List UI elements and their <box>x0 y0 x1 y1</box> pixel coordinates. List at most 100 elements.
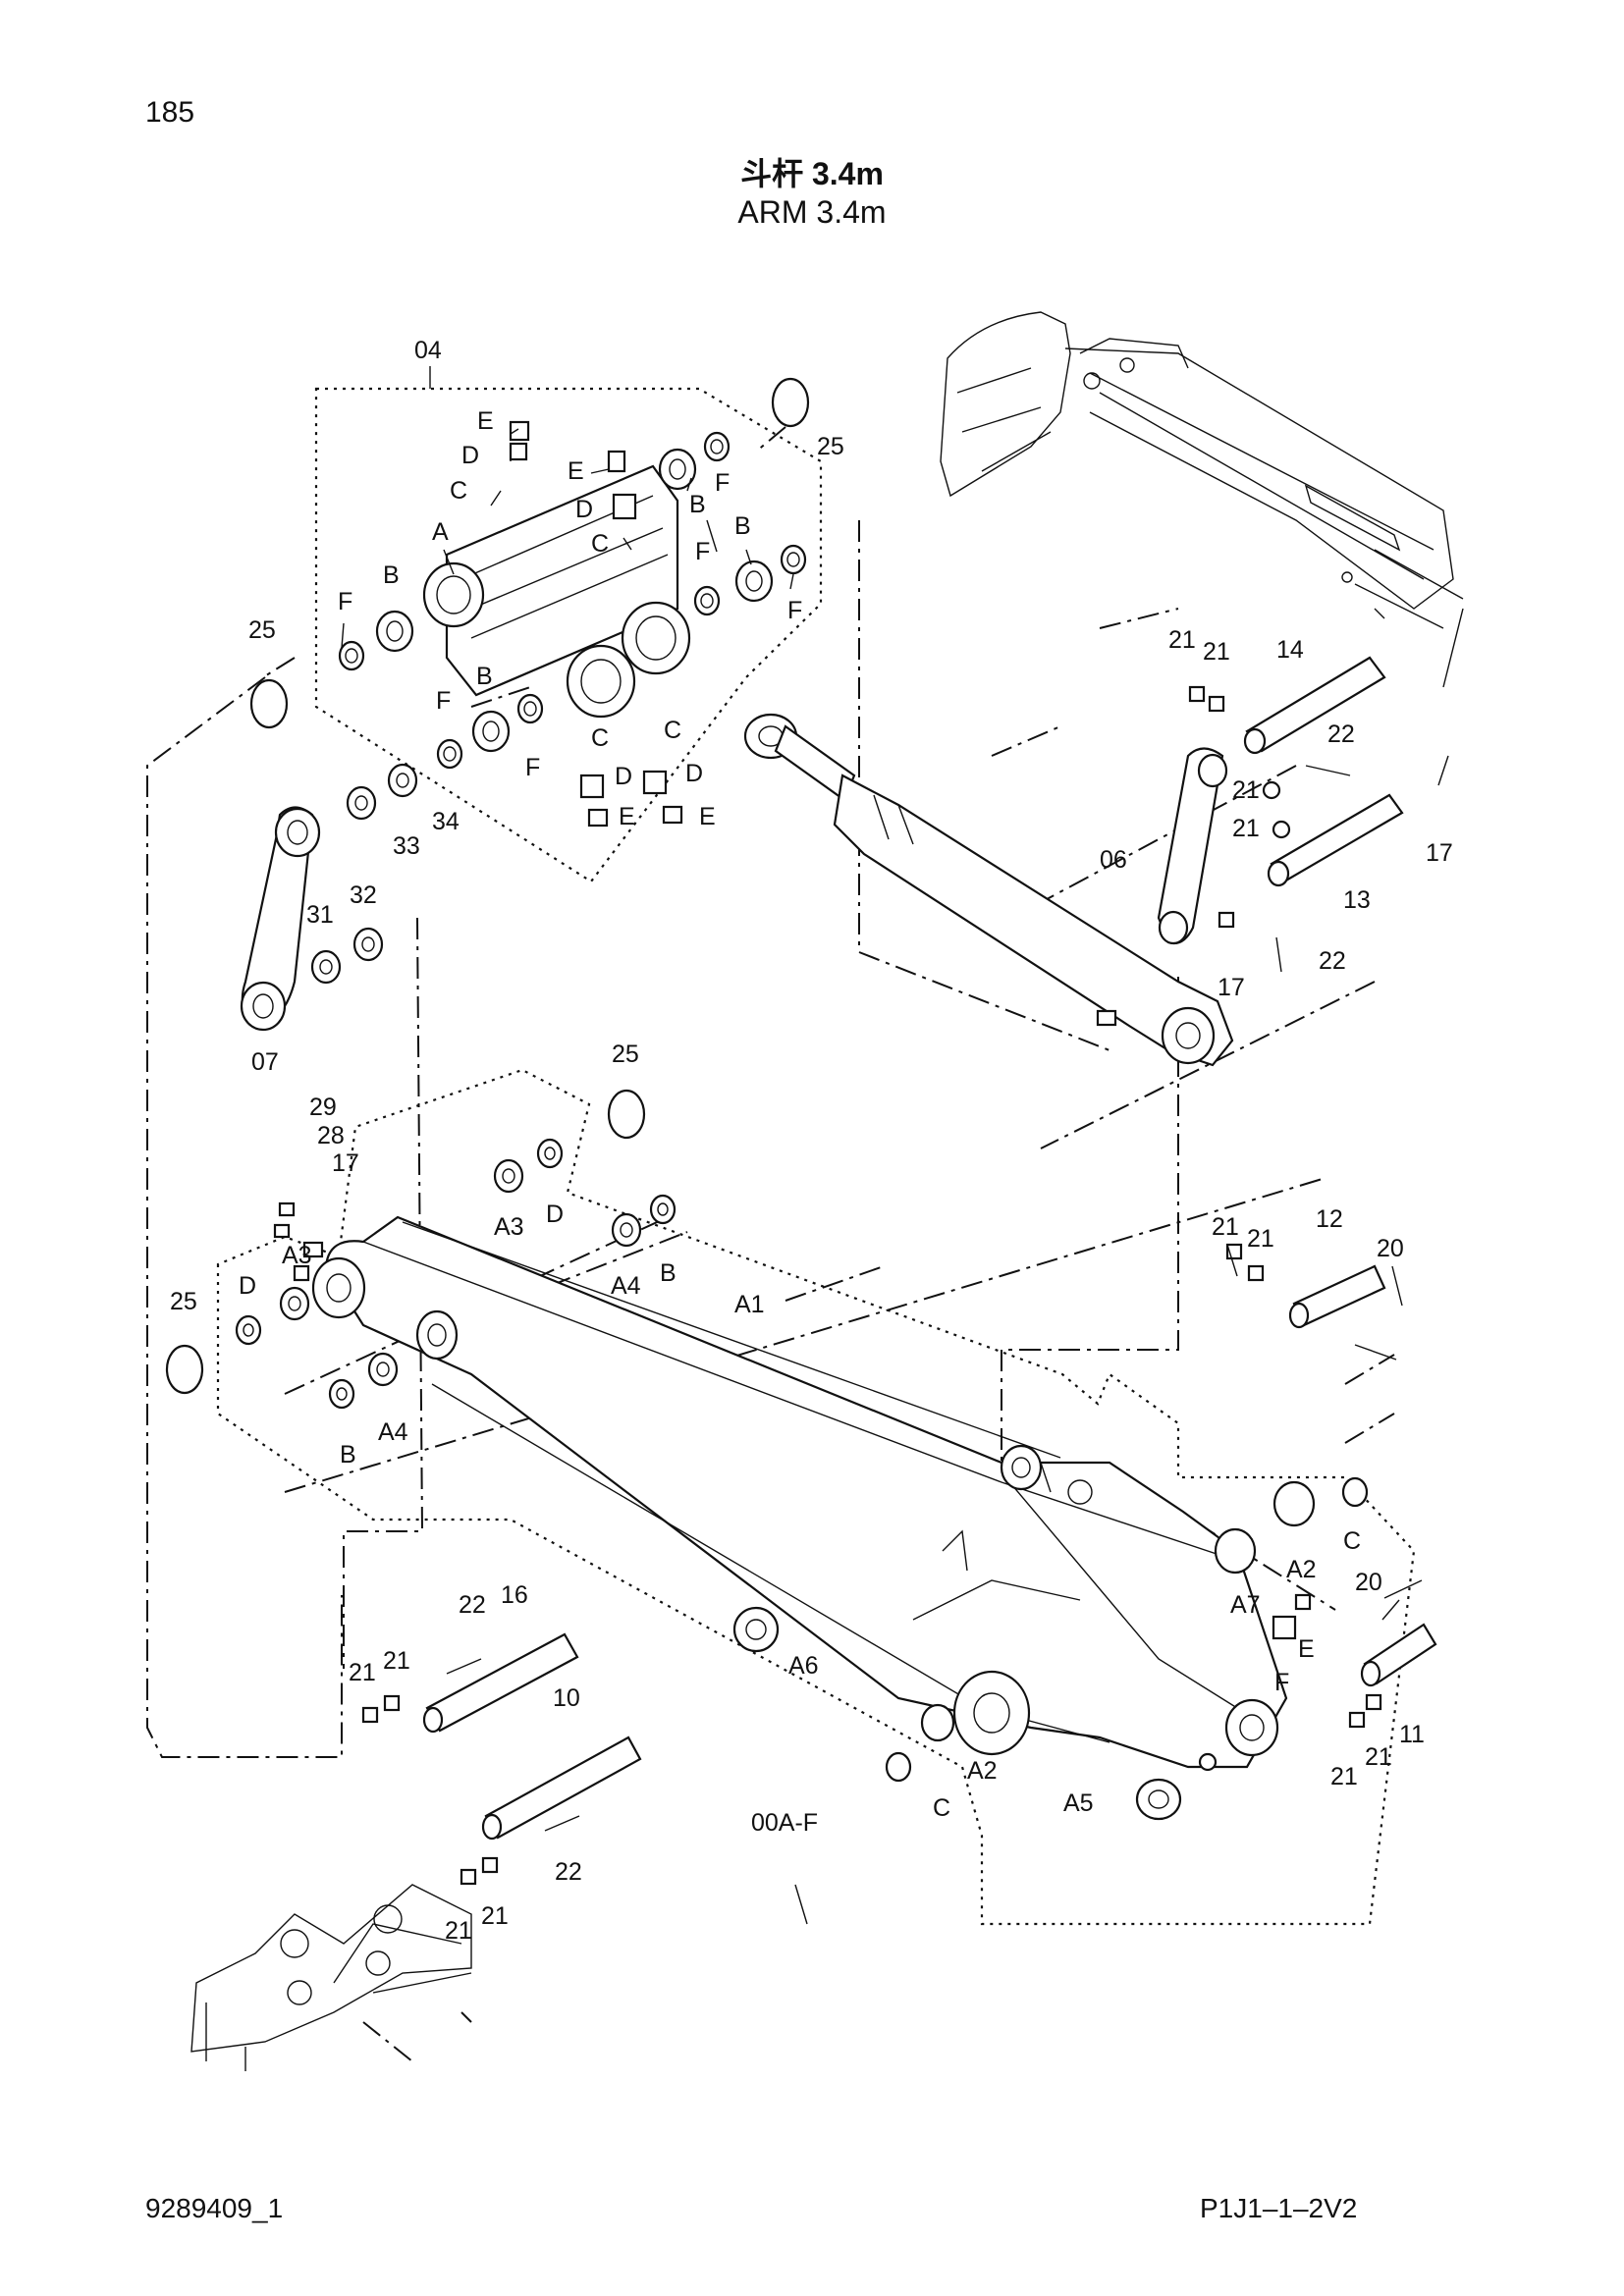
callout-29: 29 <box>309 1094 337 1121</box>
callout-17: 17 <box>1218 974 1245 1001</box>
callout-a1: A1 <box>734 1291 765 1318</box>
callout-e: E <box>477 407 494 435</box>
callout-25: 25 <box>612 1041 639 1068</box>
document-id: 9289409_1 <box>145 2193 284 2223</box>
callout-b: B <box>660 1259 677 1287</box>
callout-00a-f: 00A-F <box>751 1809 818 1837</box>
callout-a: A <box>432 518 449 546</box>
callout-22: 22 <box>555 1858 582 1886</box>
callout-e: E <box>619 803 635 830</box>
callout-25: 25 <box>817 433 844 460</box>
bucket-reference-sketch <box>940 311 1464 688</box>
callout-b: B <box>383 561 400 589</box>
callout-f: F <box>1274 1669 1289 1696</box>
callout-f: F <box>787 597 802 624</box>
callout-10: 10 <box>553 1684 580 1712</box>
callout-20: 20 <box>1377 1235 1404 1262</box>
arm-bushings <box>235 1138 1369 1821</box>
leader-lines <box>341 428 1403 1621</box>
callout-21: 21 <box>1365 1743 1392 1771</box>
page-number: 185 <box>145 96 195 129</box>
callout-d: D <box>239 1272 256 1300</box>
callout-a4: A4 <box>611 1272 641 1300</box>
callout-d: D <box>546 1201 564 1228</box>
o-ring-25-mid <box>607 1089 646 1140</box>
o-ring-25-arm <box>165 1344 204 1395</box>
arm-body-a1 <box>311 1215 1288 1772</box>
callout-34: 34 <box>432 808 460 835</box>
o-ring-25-left <box>249 678 289 729</box>
callout-21: 21 <box>481 1902 509 1930</box>
callout-c: C <box>933 1794 950 1822</box>
callout-a5: A5 <box>1063 1789 1094 1817</box>
callout-04: 04 <box>414 337 442 364</box>
callout-21: 21 <box>1247 1225 1274 1253</box>
callout-a2: A2 <box>967 1757 998 1785</box>
callout-e: E <box>699 803 716 830</box>
page-title-en: ARM 3.4m <box>737 194 887 230</box>
callout-b: B <box>476 663 493 690</box>
guide-link-06 <box>1157 747 1228 945</box>
callout-f: F <box>338 588 352 615</box>
callout-f: F <box>715 469 730 497</box>
callout-14: 14 <box>1276 636 1304 664</box>
callout-07: 07 <box>251 1048 279 1076</box>
callout-13: 13 <box>1343 886 1371 914</box>
kit-04-outline <box>314 387 823 883</box>
callout-b: B <box>340 1441 356 1468</box>
callout-a2: A2 <box>1286 1556 1317 1583</box>
side-link-07 <box>240 806 321 1032</box>
callout-31: 31 <box>306 901 334 929</box>
callout-12: 12 <box>1316 1205 1343 1233</box>
callout-22: 22 <box>1319 947 1346 975</box>
callout-17: 17 <box>332 1149 359 1177</box>
callout-21: 21 <box>1232 815 1260 842</box>
callout-21: 21 <box>445 1917 472 1945</box>
callout-a7: A7 <box>1230 1591 1261 1619</box>
callout-11: 11 <box>1399 1721 1425 1748</box>
callout-21: 21 <box>1232 776 1260 804</box>
callout-32: 32 <box>350 881 377 909</box>
callout-d: D <box>615 763 632 790</box>
callout-a6: A6 <box>788 1652 819 1680</box>
callout-f: F <box>525 754 540 781</box>
callout-25: 25 <box>170 1288 197 1315</box>
callout-06: 06 <box>1100 846 1127 874</box>
bucket-cylinder <box>743 713 1234 1067</box>
callout-33: 33 <box>393 832 420 860</box>
link-assembly-04 <box>422 464 691 719</box>
callout-f: F <box>695 538 710 565</box>
pins-14-13 <box>1188 656 1449 973</box>
page-code: P1J1–1–2V2 <box>1200 2193 1358 2223</box>
callout-21: 21 <box>1330 1763 1358 1790</box>
callout-22: 22 <box>459 1591 486 1619</box>
callout-21: 21 <box>1168 626 1196 654</box>
callout-a4: A4 <box>378 1418 408 1446</box>
callout-d: D <box>575 496 593 523</box>
callout-a3: A3 <box>494 1213 524 1241</box>
callout-f: F <box>436 687 451 715</box>
callout-17: 17 <box>1426 839 1453 867</box>
callout-d: D <box>685 760 703 787</box>
link-bushings <box>338 420 807 828</box>
callout-20: 20 <box>1355 1569 1382 1596</box>
callout-22: 22 <box>1327 721 1355 748</box>
o-ring-25-top <box>771 377 810 428</box>
callout-c: C <box>591 724 609 752</box>
callout-c: C <box>450 477 467 505</box>
callout-d: D <box>461 442 479 469</box>
boom-reference-sketch <box>190 1884 472 2071</box>
part-callouts: 04 25 25 25 25 E D C A B F E D C B F B F… <box>170 337 1453 1945</box>
callout-c: C <box>1343 1527 1361 1555</box>
callout-28: 28 <box>317 1122 345 1149</box>
page-title-cn: 斗杆 3.4m <box>740 156 884 191</box>
callout-e: E <box>568 457 584 485</box>
callout-21: 21 <box>1212 1213 1239 1241</box>
callout-21: 21 <box>383 1647 410 1675</box>
callout-21: 21 <box>1203 638 1230 666</box>
callout-b: B <box>734 512 751 540</box>
callout-c: C <box>664 717 681 744</box>
callout-16: 16 <box>501 1581 528 1609</box>
callout-a3: A3 <box>282 1242 312 1269</box>
